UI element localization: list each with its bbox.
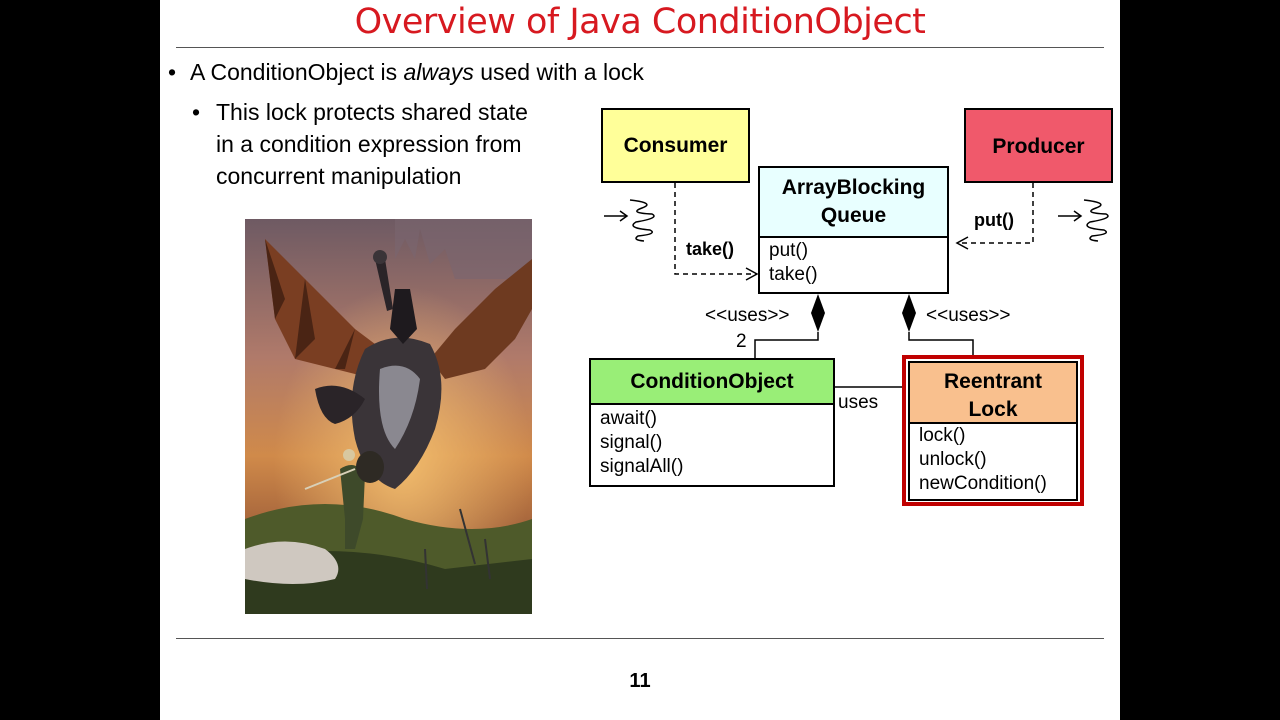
dragon-battle-illustration [245, 219, 532, 614]
put-arrowhead [955, 236, 969, 250]
reentrant-lock-operations: lock() unlock() newCondition() [908, 424, 1078, 501]
title-divider [176, 47, 1104, 48]
uses-association-label: uses [838, 392, 879, 413]
reentrant-lock-class-box: Reentrant Lock lock() unlock() newCondit… [902, 355, 1084, 506]
bullet-main-emphasis: always [403, 59, 474, 85]
put-label: put() [974, 210, 1014, 230]
bullet-sub-line: in a condition expression from [216, 131, 522, 157]
uses-stereotype-right: <<uses>> [926, 305, 1011, 326]
producer-class-box: Producer [964, 108, 1113, 183]
reentrant-lock-operation: unlock() [919, 449, 987, 470]
bullet-main-suffix: used with a lock [473, 59, 644, 85]
reentrant-lock-title-line: Lock [968, 398, 1018, 421]
bullet-dot: • [168, 59, 177, 85]
bullet-main: • A ConditionObject is always used with a… [168, 57, 644, 87]
diagram-connectors [604, 183, 1109, 388]
take-dependency-line [674, 183, 756, 275]
reentrant-lock-title-section: Reentrant Lock [908, 361, 1078, 424]
queue-title-line: ArrayBlocking [781, 176, 926, 199]
thread-squiggle-icon-left [604, 199, 655, 242]
consumer-class-box: Consumer [601, 108, 750, 183]
put-dependency-line [958, 183, 1034, 244]
queue-title-section: ArrayBlocking Queue [760, 168, 947, 238]
composition-line-left [754, 332, 819, 360]
reentrant-lock-title-line: Reentrant [943, 370, 1043, 393]
reentrant-lock-operation: newCondition() [919, 473, 1047, 494]
slide-title: Overview of Java ConditionObject [354, 2, 926, 42]
composition-line-right [908, 332, 974, 358]
queue-operations: put() take() [760, 238, 947, 287]
queue-operation: put() [769, 240, 809, 261]
condition-object-class-box: ConditionObject await() signal() signalA… [589, 358, 835, 487]
queue-operation: take() [769, 264, 818, 285]
bullet-sub-line: • This lock protects shared state [192, 96, 528, 128]
page-number: 11 [629, 670, 651, 692]
consumer-class-title: Consumer [623, 134, 728, 157]
bullet-sub-text: This lock protects shared state [216, 99, 528, 125]
bullet-sub-line: concurrent manipulation [216, 163, 462, 189]
producer-class-title: Producer [992, 135, 1085, 158]
bullet-main-prefix: A ConditionObject is [190, 59, 404, 85]
multiplicity-label: 2 [736, 331, 747, 352]
condition-object-title: ConditionObject [630, 370, 794, 393]
thread-squiggle-icon-right [1058, 199, 1109, 242]
condition-object-operation: signalAll() [600, 456, 684, 477]
bullet-sub: • This lock protects shared state in a co… [192, 96, 528, 192]
condition-object-operation: await() [600, 408, 658, 429]
slide: Overview of Java ConditionObject • A Cond… [160, 0, 1120, 720]
composition-diamond-left [811, 294, 825, 332]
queue-title-line: Queue [820, 204, 887, 227]
composition-diamond-right [902, 294, 916, 332]
footer-divider [176, 638, 1104, 639]
reentrant-lock-operation: lock() [919, 425, 966, 446]
array-blocking-queue-class-box: ArrayBlocking Queue put() take() [758, 166, 949, 294]
uses-stereotype-left: <<uses>> [705, 305, 790, 326]
condition-object-title-section: ConditionObject [591, 360, 833, 405]
take-label: take() [686, 239, 735, 259]
bullet-dot: • [192, 99, 201, 125]
condition-object-operations: await() signal() signalAll() [591, 405, 833, 479]
take-arrowhead [745, 267, 759, 281]
condition-object-operation: signal() [600, 432, 663, 453]
